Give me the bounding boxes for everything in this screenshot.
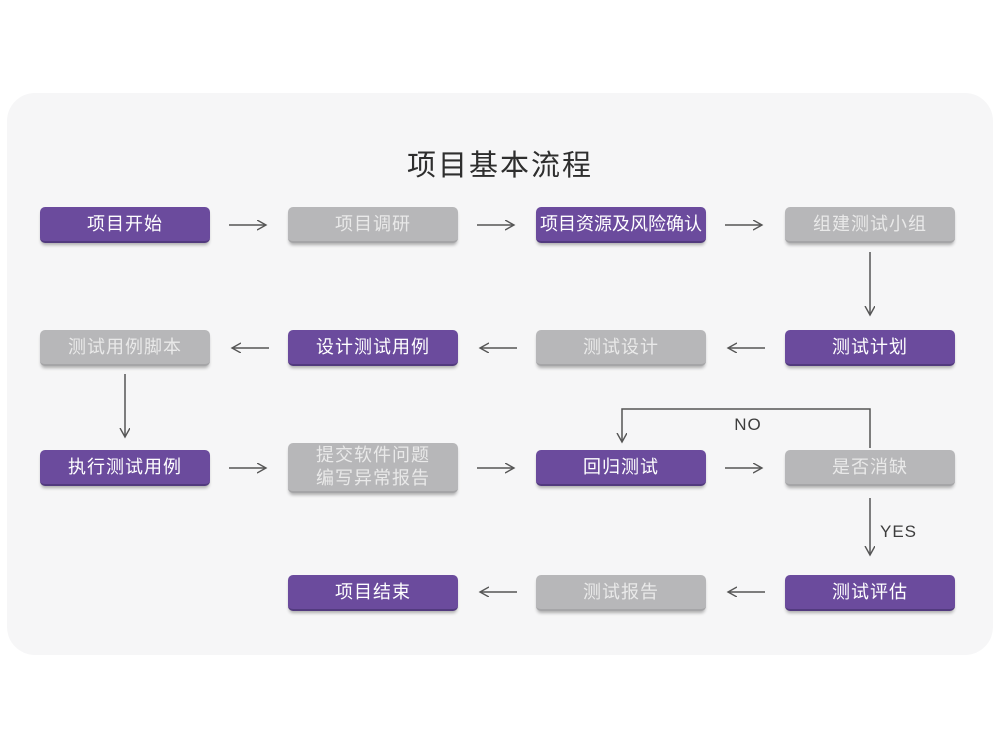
branch-label-yes: YES <box>880 522 918 541</box>
node-test-design: 测试设计 <box>536 330 706 366</box>
branch-label-no: NO <box>734 415 762 434</box>
node-build-test-team: 组建测试小组 <box>785 207 955 243</box>
node-label-line1: 提交软件问题 <box>316 445 430 465</box>
node-label: 测试报告 <box>583 581 659 602</box>
node-test-case-script: 测试用例脚本 <box>40 330 210 366</box>
node-label: 是否消缺 <box>832 456 908 477</box>
node-label: 项目开始 <box>87 213 163 234</box>
node-label: 组建测试小组 <box>813 213 927 234</box>
node-submit-issues: 提交软件问题 编写异常报告 <box>288 443 458 493</box>
node-project-end: 项目结束 <box>288 575 458 611</box>
node-resource-risk: 项目资源及风险确认 <box>536 207 706 243</box>
node-label: 测试设计 <box>583 336 659 357</box>
node-label: 项目资源及风险确认 <box>540 213 702 234</box>
node-label: 测试评估 <box>832 581 908 602</box>
node-label: 项目结束 <box>335 581 411 602</box>
node-label: 测试计划 <box>832 336 908 357</box>
node-label: 测试用例脚本 <box>68 336 182 357</box>
node-project-research: 项目调研 <box>288 207 458 243</box>
node-label: 设计测试用例 <box>316 336 430 357</box>
node-label: 执行测试用例 <box>68 456 182 477</box>
node-execute-test-cases: 执行测试用例 <box>40 450 210 486</box>
node-test-plan: 测试计划 <box>785 330 955 366</box>
node-label: 项目调研 <box>335 213 411 234</box>
node-test-evaluation: 测试评估 <box>785 575 955 611</box>
node-label: 回归测试 <box>583 456 659 477</box>
flowchart-card <box>7 93 993 655</box>
node-test-report: 测试报告 <box>536 575 706 611</box>
node-defect-cleared: 是否消缺 <box>785 450 955 486</box>
node-regression-test: 回归测试 <box>536 450 706 486</box>
node-project-start: 项目开始 <box>40 207 210 243</box>
node-label-line2: 编写异常报告 <box>316 468 430 488</box>
node-design-test-cases: 设计测试用例 <box>288 330 458 366</box>
page-title: 项目基本流程 <box>406 150 593 182</box>
